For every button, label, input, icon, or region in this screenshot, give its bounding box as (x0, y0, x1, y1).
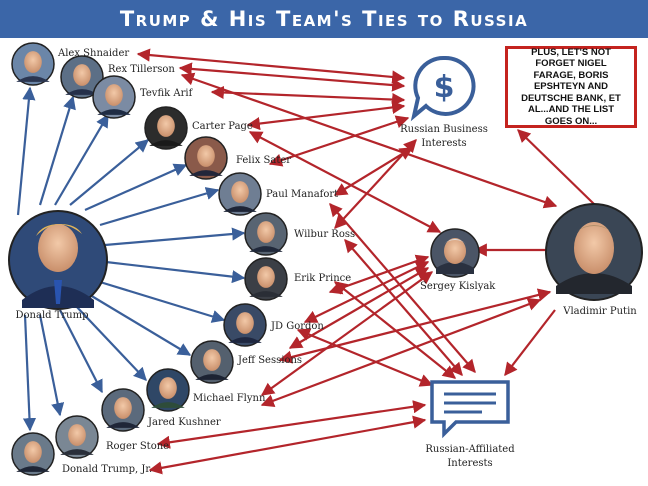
vladimir-putin-label: Vladimir Putin (562, 306, 637, 317)
team-label-wilbur-ross: Wilbur Ross (294, 229, 355, 240)
page-title: Trump & His Team's Ties to Russia (120, 7, 528, 31)
portrait-face (197, 145, 215, 167)
business-hub-label-2: Interests (421, 138, 466, 149)
team-node-erik-prince: Erik Prince (245, 258, 351, 300)
donald-trump-node: Donald Trump (9, 211, 107, 321)
team-label-roger-stone: Roger Stone (106, 441, 169, 452)
team-label-michael-flynn: Michael Flynn (193, 393, 266, 404)
team-label-erik-prince: Erik Prince (294, 273, 351, 284)
team-label-paul-manafort: Paul Manafort (266, 189, 338, 200)
sergey-kislyak-label: Sergey Kislyak (420, 281, 496, 292)
affiliated-hub-label-2: Interests (447, 458, 492, 469)
portrait-face (159, 377, 177, 399)
team-node-jd-gordon: JD Gordon (224, 304, 324, 346)
team-node-paul-manafort: Paul Manafort (219, 173, 338, 215)
svg-text:$: $ (434, 70, 455, 105)
portrait-face (203, 349, 221, 371)
business-hub-label-1: Russian Business (400, 124, 488, 135)
portrait-face (24, 441, 42, 463)
sergey-kislyak-node: Sergey Kislyak (420, 229, 496, 292)
portrait-face (257, 221, 275, 243)
portrait-face (257, 266, 275, 288)
team-label-carter-page: Carter Page (192, 121, 253, 132)
donald-trump-label: Donald Trump (16, 310, 89, 321)
portrait-face (73, 64, 91, 86)
title-bar: Trump & His Team's Ties to Russia (0, 0, 648, 38)
team-node-wilbur-ross: Wilbur Ross (245, 213, 355, 255)
affiliated-hub-label-1: Russian-Affiliated (425, 444, 515, 455)
portrait-face (231, 181, 249, 203)
russian-affiliated-hub: Russian-Affiliated Interests (425, 382, 515, 469)
dollar-speech-bubble-icon: $ (414, 58, 474, 116)
russian-business-hub: $ Russian Business Interests (400, 58, 488, 149)
portrait-face (157, 115, 175, 137)
note-text: PLUS, LET'S NOT FORGET NIGEL FARAGE, BOR… (514, 47, 628, 128)
team-label-tevfik-arif: Tevfik Arif (140, 88, 194, 99)
team-label-jeff-sessions: Jeff Sessions (237, 355, 302, 366)
portrait-face (114, 397, 132, 419)
team-node-jeff-sessions: Jeff Sessions (191, 341, 302, 383)
team-label-rex-tillerson: Rex Tillerson (108, 64, 175, 75)
team-label-donald-trump-jr: Donald Trump, Jr. (62, 464, 152, 475)
portrait-face (68, 424, 86, 446)
portrait-face (105, 84, 123, 106)
message-lines-icon (432, 382, 508, 434)
team-label-jd-gordon: JD Gordon (270, 321, 324, 332)
team-label-alex-shnaider: Alex Shnaider (57, 48, 129, 59)
portrait-face (24, 51, 42, 73)
note-box: PLUS, LET'S NOT FORGET NIGEL FARAGE, BOR… (505, 46, 637, 128)
team-label-felix-sater: Felix Sater (236, 155, 291, 166)
portrait-face (236, 312, 254, 334)
team-label-jared-kushner: Jared Kushner (147, 417, 221, 428)
vladimir-putin-node: Vladimir Putin (546, 204, 642, 317)
